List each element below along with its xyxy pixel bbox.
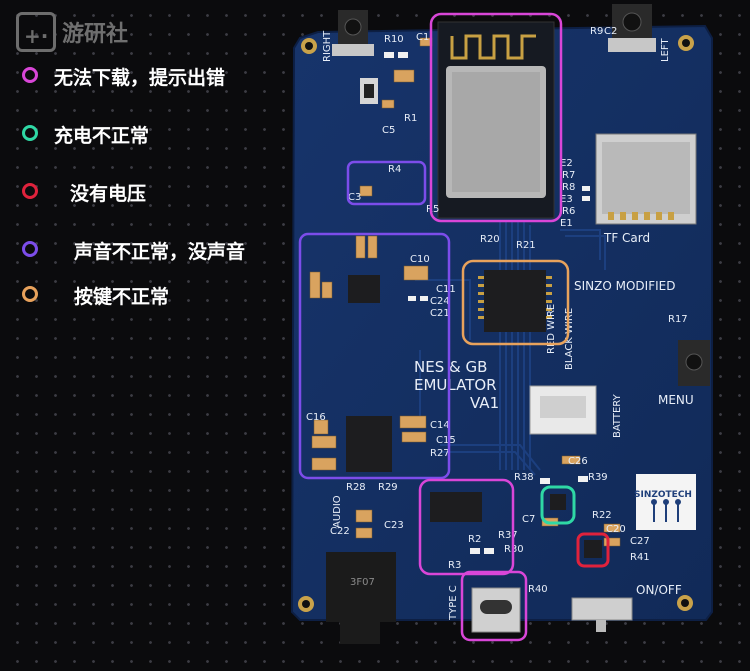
u6-chip [348,275,380,303]
sinzo-modified-label: SINZO MODIFIED [574,279,675,293]
ref-c22: C22 [330,526,350,537]
highlight-voltage-ic [576,532,610,568]
ref-c2: C2 [604,26,617,37]
ref-r38: R38 [514,472,534,483]
black-wire-label: BLACK WIRE [564,308,575,370]
purple-circle-icon [22,241,38,257]
ref-c23: C23 [384,520,404,531]
tf-card-label: TF Card [603,231,650,245]
left-label: LEFT [660,38,671,62]
u3-chip [484,270,546,332]
menu-label: MENU [658,393,694,407]
ref-e2: E2 [560,158,573,169]
ref-c7: C7 [522,514,535,525]
legend-label: 声音不正常，没声音 [74,241,246,263]
highlight-usb-c [460,570,528,642]
highlight-u3 [461,259,570,346]
u5-chip [346,416,392,472]
right-tact-switch [332,10,374,56]
ref-c5: C5 [382,125,395,136]
ref-e3: E3 [560,194,573,205]
passive-components [309,37,621,547]
highlight-audio-section [298,232,451,480]
ref-c10: C10 [410,254,430,265]
legend-label: 充电不正常 [54,125,150,147]
sinzotech-logo [636,474,696,530]
red-wire-label: RED WIRE [546,304,557,354]
right-label: RIGHT [322,30,333,62]
ref-r10: R10 [384,34,404,45]
ref-r6: R6 [562,206,575,217]
ref-r1: R1 [404,113,417,124]
legend-label: 按键不正常 [74,286,170,308]
tf-card-slot [595,133,697,225]
esp32-module [437,21,555,219]
ref-r40: R40 [528,584,548,595]
ref-r5: R5 [426,204,439,215]
ref-r21: R21 [516,240,536,251]
ref-r39: R39 [588,472,608,483]
on-off-switch [571,597,633,632]
regulator-chip [584,540,602,558]
highlight-c3-c4 [346,160,427,206]
ref-r28: R28 [346,482,366,493]
ref-r20: R20 [480,234,500,245]
ref-c11: C11 [436,284,456,295]
ref-c3: C3 [348,192,361,203]
ref-c14: C14 [430,420,450,431]
nes-gb-label: NES & GB [414,358,487,376]
ref-r8: R8 [562,182,575,193]
ref-c24: C24 [430,296,450,307]
green-circle-icon [22,125,38,141]
legend-label: 无法下载，提示出错 [54,67,226,89]
highlight-boxes [298,12,610,642]
gamepad-icon [16,12,56,52]
ref-c27: C27 [630,536,650,547]
emulator-label: EMULATOR [414,376,497,394]
orange-circle-icon [22,286,38,302]
type-c-label: TYPE C [448,585,459,621]
ref-r2: R2 [468,534,481,545]
audio-jack [326,552,396,644]
ref-c26: C26 [568,456,588,467]
ref-c21: C21 [430,308,450,319]
ref-e1: E1 [560,218,573,229]
ref-r17: R17 [668,314,688,325]
on-off-label: ON/OFF [636,583,682,597]
menu-tact-switch [678,340,710,386]
ref-c1: C1 [416,32,429,43]
red-circle-icon [22,183,38,199]
white-resistors [384,52,590,554]
jack-label: 3F07 [350,577,375,588]
ref-c20: C20 [606,524,626,535]
left-tact-switch [608,4,656,52]
audio-label: AUDIO [332,495,343,528]
charge-ic-chip [550,494,566,510]
magenta-circle-icon [22,67,38,83]
ref-r3: R3 [448,560,461,571]
version-label: VA1 [470,394,499,412]
ref-r7: R7 [562,170,575,181]
ref-c16: C16 [306,412,326,423]
ref-r37: R37 [498,530,518,541]
ref-r22: R22 [592,510,612,521]
ref-r4: R4 [388,164,401,175]
mounting-holes [298,35,694,612]
highlight-esp32 [429,12,563,223]
highlight-charge-ic [540,485,576,525]
ref-r41: R41 [630,552,650,563]
legend-label: 没有电压 [70,183,147,205]
battery-connector [529,385,597,435]
usb-uart-chip [430,492,482,522]
ref-r29: R29 [378,482,398,493]
ref-c15: C15 [436,435,456,446]
battery-label: BATTERY [612,393,623,438]
ref-r9: R9 [590,26,603,37]
ref-r27: R27 [430,448,450,459]
watermark-text: 游研社 [62,22,129,47]
sinzotech-label: SINZOTECH [634,490,692,500]
